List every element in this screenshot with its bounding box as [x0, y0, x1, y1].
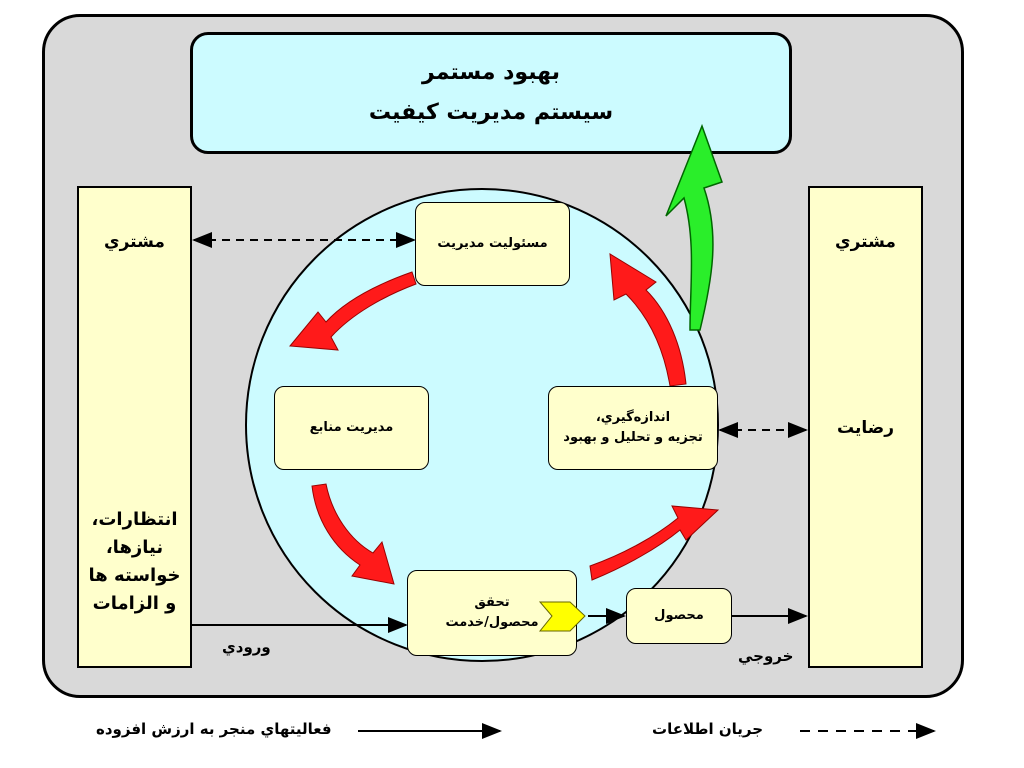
- cycle-arrow-left: [311, 483, 395, 585]
- satisfaction-label: رضايت: [837, 418, 894, 438]
- requirements-text: انتظارات، نيازها، خواسته ها و الزامات: [79, 506, 190, 618]
- cycle-arrow-right: [609, 253, 687, 387]
- requirement-line: و الزامات: [92, 593, 177, 614]
- product-realization-box: تحقق محصول/خدمت: [407, 570, 577, 656]
- measurement-label-line2: تجزيه و تحليل و بهبود: [563, 430, 703, 445]
- requirement-line: خواسته ها: [88, 565, 181, 586]
- continual-improvement-box: بهبود مستمر سيستم مديريت كيفيت: [190, 32, 792, 154]
- requirement-line: نيازها،: [105, 537, 164, 558]
- customer-input-column: مشتري انتظارات، نيازها، خواسته ها و الزا…: [77, 186, 192, 668]
- realization-label-line1: تحقق: [474, 595, 510, 610]
- requirement-line: انتظارات،: [91, 509, 178, 530]
- improvement-arrow: [665, 123, 723, 331]
- legend-value-added-label: فعاليتهاي منجر به ارزش افزوده: [96, 720, 332, 738]
- continual-improvement-title: بهبود مستمر: [422, 60, 560, 85]
- measurement-analysis-box: اندازه‌گيري، تجزيه و تحليل و بهبود: [548, 386, 718, 470]
- management-responsibility-box: مسئوليت مديريت: [415, 202, 570, 286]
- cycle-arrow-top: [289, 271, 417, 351]
- customer-output-column: مشتري رضايت: [808, 186, 923, 668]
- input-label: ورودي: [222, 638, 271, 656]
- product-label: محصول: [654, 608, 704, 623]
- realization-label-line2: محصول/خدمت: [445, 615, 539, 630]
- cycle-arrow-bottom: [589, 505, 720, 581]
- management-responsibility-label: مسئوليت مديريت: [437, 236, 548, 251]
- output-label: خروجي: [738, 647, 794, 665]
- output-chevron-icon: [538, 601, 586, 632]
- resource-management-box: مديريت منابع: [274, 386, 429, 470]
- customer-title-right: مشتري: [835, 232, 896, 252]
- product-box: محصول: [626, 588, 732, 644]
- measurement-label-line1: اندازه‌گيري،: [595, 410, 671, 425]
- legend-information-flow-label: جريان اطلاعات: [652, 720, 764, 738]
- customer-title-left: مشتري: [104, 232, 165, 252]
- qms-title: سيستم مديريت كيفيت: [368, 100, 614, 125]
- resource-management-label: مديريت منابع: [309, 420, 394, 435]
